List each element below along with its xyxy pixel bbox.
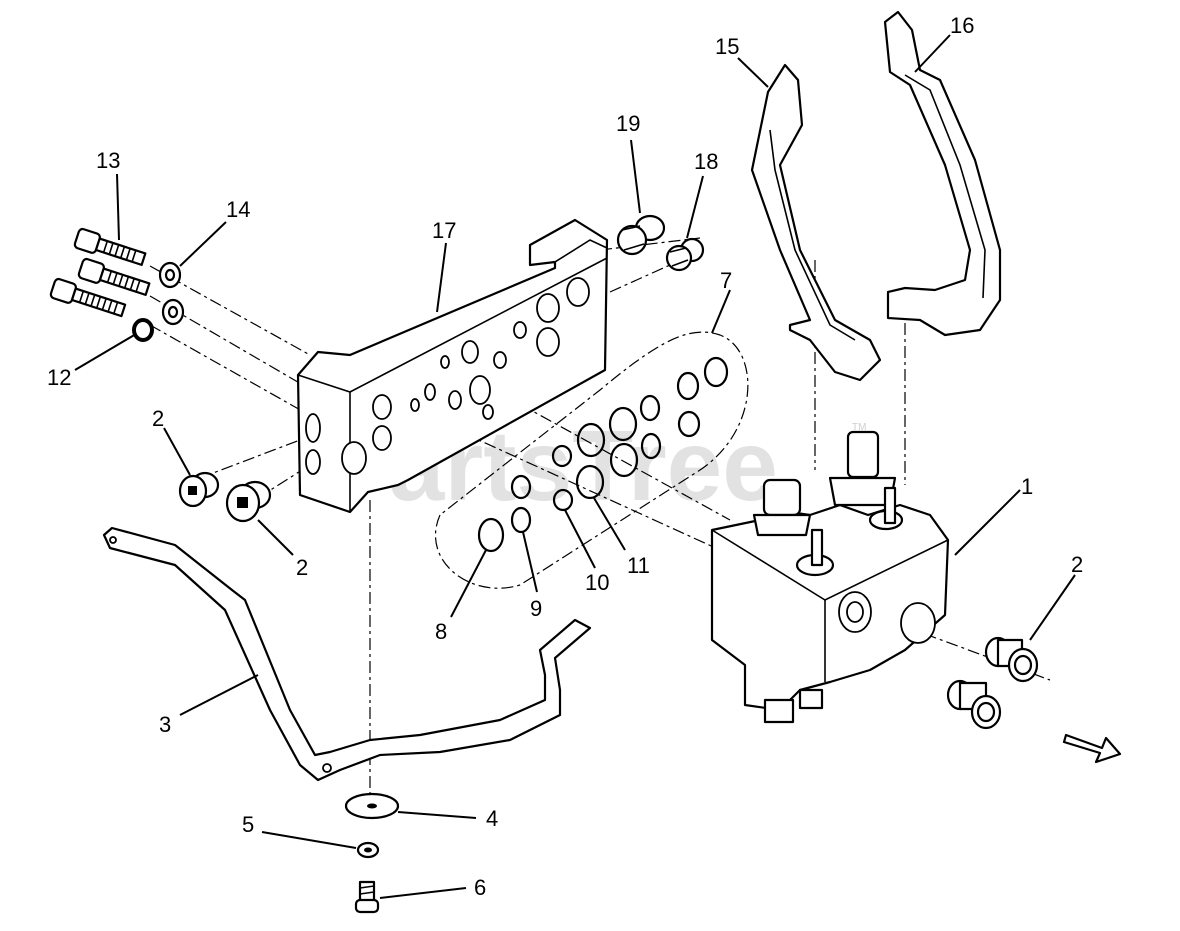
callout-2-left-upper: 2 xyxy=(152,406,164,431)
watermark-trademark: TM xyxy=(852,422,866,433)
callout-17: 17 xyxy=(432,218,456,243)
callout-13: 13 xyxy=(96,148,120,173)
callout-19: 19 xyxy=(616,111,640,136)
leader-lines xyxy=(74,34,1076,899)
callout-12: 12 xyxy=(47,365,71,390)
plugs-top xyxy=(616,214,705,272)
callout-11: 11 xyxy=(627,553,650,578)
rod-end-hole xyxy=(322,763,332,773)
o-rings xyxy=(477,356,729,553)
plugs-left xyxy=(178,471,272,523)
bolts xyxy=(49,227,151,318)
callout-15: 15 xyxy=(715,34,739,59)
callout-1: 1 xyxy=(1021,474,1033,499)
callout-4: 4 xyxy=(486,806,498,831)
callout-9: 9 xyxy=(530,596,542,621)
callout-2-right: 2 xyxy=(1071,552,1083,577)
manifold-block xyxy=(296,218,609,514)
callout-3: 3 xyxy=(159,712,171,737)
callout-8: 8 xyxy=(435,619,447,644)
callout-10: 10 xyxy=(585,570,609,595)
rod-pin-hole xyxy=(109,536,117,544)
fittings-right xyxy=(946,636,1039,730)
callout-18: 18 xyxy=(694,149,718,174)
direction-arrow xyxy=(1062,733,1122,764)
gasket-outline xyxy=(434,331,749,589)
washers xyxy=(132,261,185,342)
callout-16: 16 xyxy=(950,13,974,38)
levers xyxy=(750,10,1002,382)
callout-6: 6 xyxy=(474,875,486,900)
callout-14: 14 xyxy=(226,197,250,222)
callout-2-left-lower: 2 xyxy=(296,555,308,580)
washer-nut-screw xyxy=(344,792,400,914)
control-rod xyxy=(102,526,592,782)
callout-5: 5 xyxy=(242,812,254,837)
callout-7: 7 xyxy=(720,268,732,293)
valve-body xyxy=(710,430,950,724)
callout-labels: 1 2 2 2 3 4 5 6 7 8 9 10 11 12 13 14 15 … xyxy=(47,13,1083,900)
